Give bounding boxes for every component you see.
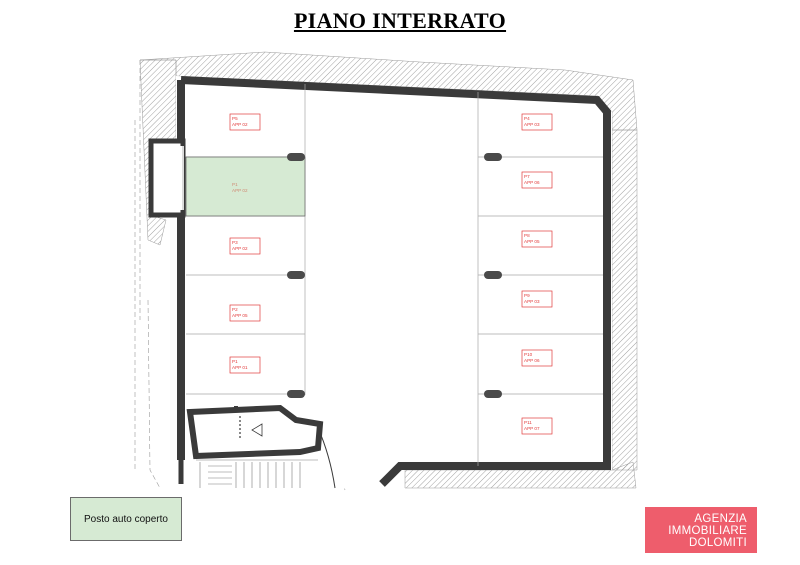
space-id: P1 [232, 359, 238, 364]
space-apt: APP 05 [232, 313, 248, 318]
legend-covered-parking: Posto auto coperto [70, 497, 182, 541]
column [484, 153, 502, 161]
space-label: P5 APP 02 [229, 113, 261, 131]
space-id: P5 [232, 116, 238, 121]
space-id: P9 [524, 293, 530, 298]
space-label: P2 APP 05 [229, 304, 261, 322]
west-bay [148, 138, 186, 218]
space-id: P11 [524, 420, 532, 425]
space-apt: APP 02 [232, 246, 248, 251]
space-label: P1 APP 01 [229, 356, 261, 374]
space-label: P9 APP 03 [521, 290, 553, 308]
space-apt: APP 05 [524, 239, 540, 244]
logo-line: DOLOMITI [689, 537, 747, 549]
space-label: P3 APP 02 [229, 237, 261, 255]
column [484, 390, 502, 398]
column [287, 153, 305, 161]
space-id: P4 [524, 116, 530, 121]
space-id: P7 [524, 174, 530, 179]
space-id: P10 [524, 352, 533, 357]
space-apt: APP 03 [524, 299, 540, 304]
space-id: P3 [232, 240, 238, 245]
space-id: P1 [232, 182, 238, 187]
space-label: P1 APP 02 [232, 182, 248, 193]
stairs [196, 427, 336, 489]
column [287, 390, 305, 398]
column [287, 271, 305, 279]
highlighted-parking-space [185, 156, 306, 217]
space-label: P10 APP 06 [521, 349, 553, 367]
space-label: P11 APP 07 [521, 417, 553, 435]
space-apt: APP 07 [524, 426, 540, 431]
space-apt: APP 06 [524, 358, 540, 363]
space-apt: APP 02 [232, 122, 248, 127]
space-label: P4 APP 03 [521, 113, 553, 131]
space-id: P8 [524, 233, 530, 238]
space-apt: APP 01 [232, 365, 248, 370]
space-id: P2 [232, 307, 238, 312]
site-boundary [134, 60, 346, 491]
page-title: PIANO INTERRATO [293, 8, 507, 33]
space-apt: APP 06 [524, 180, 540, 185]
stair-core [186, 404, 324, 460]
agency-logo: AGENZIA IMMOBILIARE DOLOMITI [645, 507, 757, 553]
space-label: P7 APP 06 [521, 171, 553, 189]
space-apt: APP 02 [232, 188, 248, 193]
space-labels: P5 APP 02 P4 APP 03 P1 APP 02 P7 APP 06 … [229, 113, 553, 435]
space-apt: APP 03 [524, 122, 540, 127]
space-label: P8 APP 05 [521, 230, 553, 248]
column [484, 271, 502, 279]
legend-label: Posto auto coperto [84, 513, 168, 525]
stall-lines [186, 84, 603, 466]
logo-line: IMMOBILIARE [668, 525, 747, 537]
logo-line: AGENZIA [694, 513, 747, 525]
columns [287, 153, 502, 398]
